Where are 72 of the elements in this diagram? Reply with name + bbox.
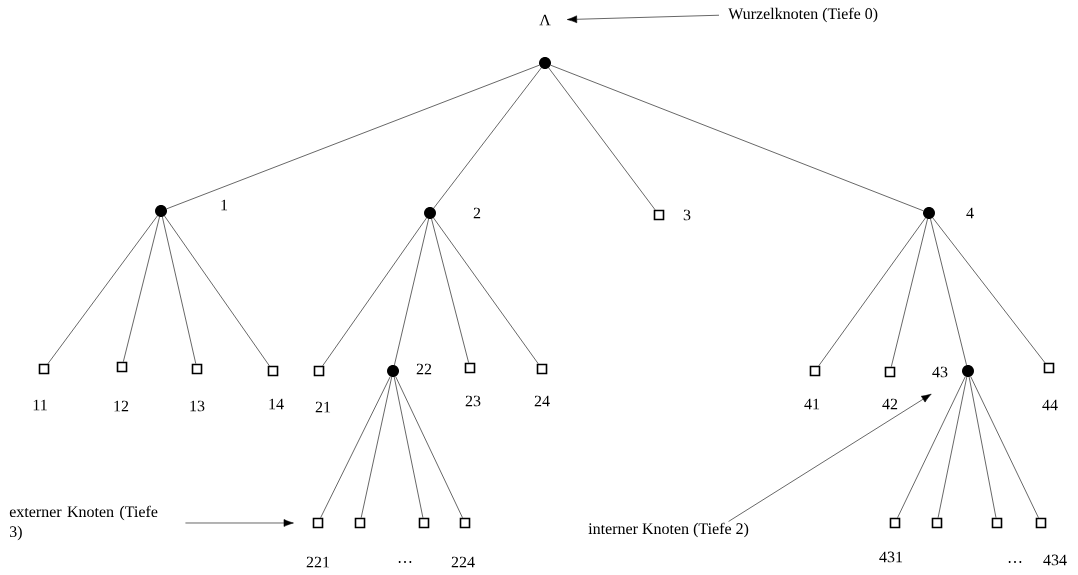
tree-edge [818,217,926,366]
tree-edge [937,376,968,518]
leaf-square [991,517,1003,529]
leaf-square [418,517,430,529]
node-label: 12 [114,400,129,412]
node-label: 2 [473,207,481,219]
node-label: 3 [683,209,691,221]
leaf-square [464,362,476,374]
ellipsis-label: … [1008,561,1022,563]
node-label: 44 [1042,399,1058,411]
node-label: 24 [534,395,550,407]
leaf-square [38,363,50,375]
node-label: 41 [804,398,820,410]
node-label: 22 [416,363,432,375]
leaf-square [653,209,665,221]
annotation-text: Wurzelknoten (Tiefe 0) [728,7,878,23]
tree-edge [433,217,539,364]
tree-edge [548,67,656,210]
node-label: 13 [190,400,205,412]
node-label: 1 [221,199,228,211]
leaf-square [313,365,325,377]
leaf-square [889,517,901,529]
leaf-square [116,361,128,373]
tree-edge [433,67,542,209]
root-label: Λ [539,14,551,26]
tree-edge [550,64,924,212]
leaf-square [191,363,203,375]
node-label: 4 [966,207,974,219]
leaf-square [931,517,943,529]
leaf-square [536,363,548,375]
tree-edge [395,376,463,518]
tree-edge [970,376,1039,518]
tree-edge [891,218,928,367]
leaf-square [312,517,324,529]
leaf-square [354,517,366,529]
node-label: 21 [315,401,331,413]
arrow [728,393,932,522]
node-label: 221 [306,556,330,568]
leaf-square [809,365,821,377]
arrow [185,519,294,527]
tree-edge [162,216,197,364]
node-label: 14 [269,398,284,410]
tree-edge [393,376,424,518]
node-label: 43 [932,366,948,378]
tree-edge [320,376,391,518]
tree-edge [166,64,540,210]
node-label: 431 [879,551,903,563]
tree-edge [123,216,160,362]
leaf-square [459,517,471,529]
leaf-square [1043,362,1055,374]
tree-edge [930,218,967,366]
tree-edge [394,218,429,366]
tree-edge [431,218,469,363]
tree-edge [897,376,966,518]
node-label: 224 [451,556,475,568]
annotation-text: externer Knoten (Tiefe 3) [9,505,158,541]
leaf-square [267,365,279,377]
annotation-text: interner Knoten (Tiefe 2) [588,522,749,538]
leaf-square [884,366,896,378]
tree-edge [322,217,427,366]
tree-edge [932,217,1046,363]
ellipsis-label: … [398,561,412,563]
tree-edge [47,215,158,364]
leaf-square [1035,517,1047,529]
tree-edge [164,215,270,366]
node-label: 11 [33,399,47,411]
node-label: 23 [465,395,481,407]
tree-edge [968,376,997,518]
node-label: 42 [882,398,898,410]
tree-edge [360,376,392,518]
arrow [567,14,720,24]
node-label: 434 [1043,554,1067,566]
